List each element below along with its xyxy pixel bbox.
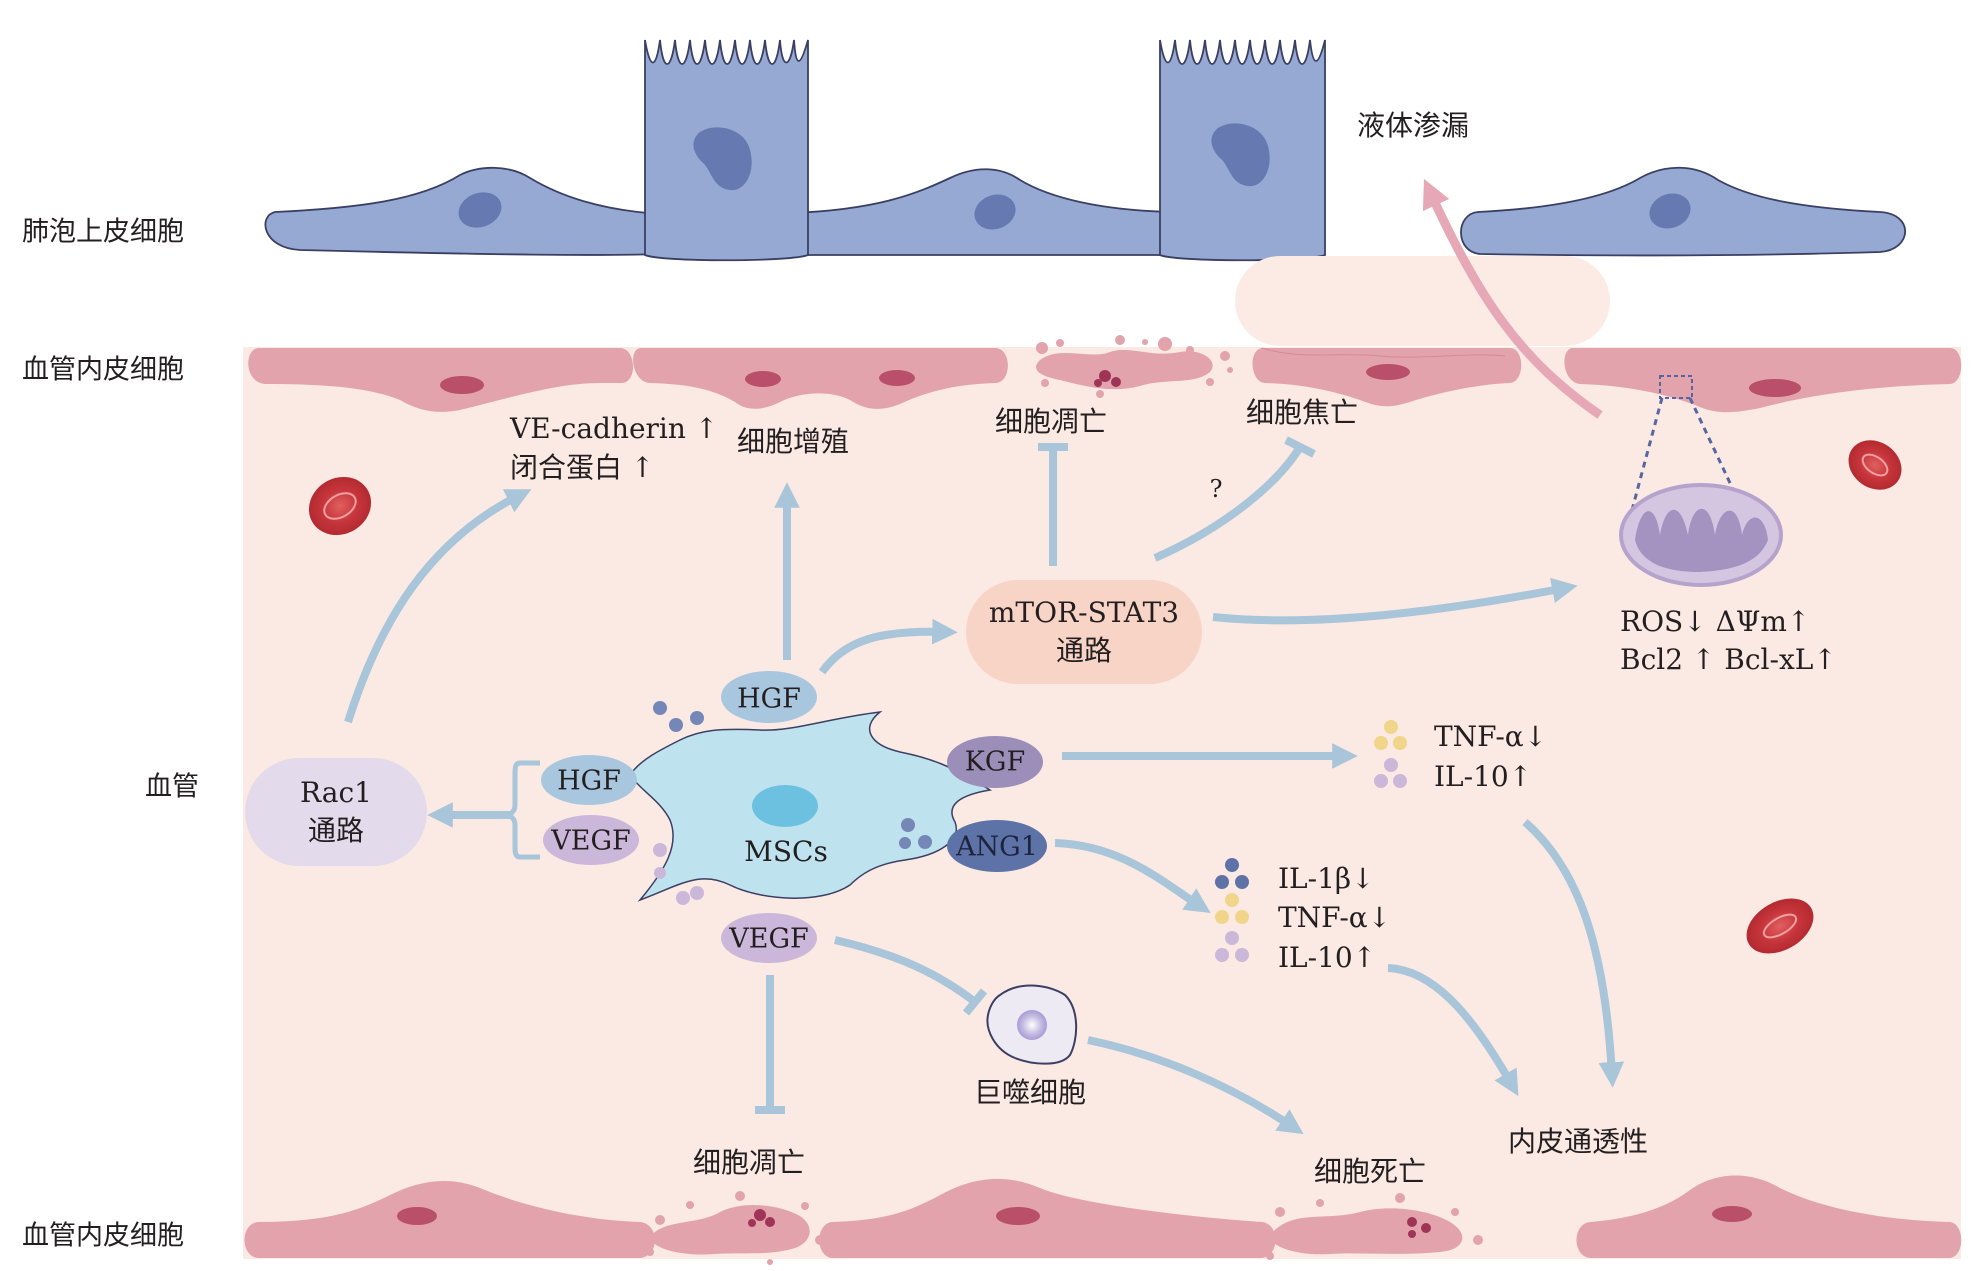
edema-fluid [1235,256,1610,346]
label-macrophage: 巨噬细胞 [973,1076,1087,1109]
apoptotic-nucleus-top [1094,370,1121,387]
endothelium-bottom-nuclei [397,1206,1752,1225]
effect-pyroptosis: 细胞焦亡 [1245,396,1359,429]
pathway-mtor-name: mTOR-STAT3 [988,596,1180,629]
pills [245,580,1202,963]
inhibit-mtor-pyroptosis [1153,436,1316,562]
zoom-line-right [1688,397,1740,501]
dead-cell-nucleus-bottom [1407,1217,1431,1238]
label-endothelium-top: 血管内皮细胞 [22,354,184,386]
endothelium-bottom [244,1175,1962,1258]
effect-kgf-il10: IL-10↑ [1434,760,1533,793]
pyroptosis-cell-outline [1261,347,1506,358]
arrows [344,436,1625,1135]
red-blood-cells [308,440,1902,954]
pathway-rac1-suffix: 通路 [307,814,365,847]
factor-ang1: ANG1 [956,831,1038,863]
factor-hgf-top: HGF [737,683,801,715]
inhibit-vegf-macrophage [834,936,988,1016]
effect-ang-il1b: IL-1β↓ [1278,862,1375,895]
msc-nucleus [752,785,818,827]
effect-fluid-leak: 液体渗漏 [1356,109,1470,142]
apoptotic-cell-top [1036,335,1233,398]
arrow-macrophage-to-death [1087,1036,1304,1135]
effect-ang-tnf: TNF-α↓ [1278,901,1392,934]
factor-kgf: KGF [964,746,1026,778]
arrow-il10-to-permeability [1387,964,1519,1097]
arrow-mtor-to-mitochondrion [1212,577,1578,625]
arrow-rac1-to-junction [344,489,532,724]
factor-vegf-left: VEGF [551,825,631,857]
mitochondria-zoom-box [1659,375,1693,399]
brace-bracket [504,760,540,860]
label-alveolar-epithelium: 肺泡上皮细胞 [22,216,184,248]
effect-bcl: Bcl2 ↑ Bcl-xL↑ [1620,643,1837,676]
effect-question: ? [1209,475,1223,503]
effect-ros-mmp: ROS↓ ΔΨm↑ [1620,605,1811,638]
endothelium-top-nuclei [440,364,1801,397]
pathway-rac1-name: Rac1 [300,776,372,809]
effect-proliferation: 细胞增殖 [736,425,850,458]
effect-permeability: 内皮通透性 [1507,1125,1649,1158]
pathway-mtor-suffix: 通路 [1055,634,1113,667]
label-vessel: 血管 [145,771,199,803]
arrow-ang1-to-cytokines [1054,839,1211,913]
zoom-line-left [1630,397,1664,511]
effect-apoptosis-bottom: 细胞凋亡 [692,1146,806,1179]
mitochondrion [1619,483,1783,587]
cytokine-dots-kgf [1374,720,1407,788]
effect-ve-cadherin: VE-cadherin ↑ [510,412,719,445]
fluid-leak-arrow [1422,178,1603,419]
effect-tight-junction: 闭合蛋白 ↑ [510,451,655,484]
arrow-hgf-to-mtor [818,618,958,675]
arrow-cytokines-to-permeability [1522,818,1625,1088]
effect-cell-death: 细胞死亡 [1313,1155,1427,1188]
macrophage-cell [986,984,1078,1065]
inhibit-mtor-apoptosis [1038,443,1068,566]
cytokine-dots-ang1 [1215,858,1249,962]
inhibit-vegf-apoptosis [755,975,785,1114]
label-mscs: MSCs [744,835,828,868]
pathway-rac1: Rac1 通路 [300,774,372,850]
effect-ang-il10: IL-10↑ [1278,941,1377,974]
effect-kgf-tnf: TNF-α↓ [1434,720,1548,753]
apoptotic-nucleus-bottom [748,1209,775,1227]
factor-vegf-bottom: VEGF [729,923,809,955]
label-endothelium-bottom: 血管内皮细胞 [22,1220,184,1252]
effect-apoptosis-top: 细胞凋亡 [994,405,1108,438]
factor-hgf-left: HGF [557,765,621,797]
alveolar-epithelium [264,39,1906,262]
epithelial-nuclei [458,123,1691,230]
secreted-vesicles [653,701,932,905]
pathway-mtor-stat3: mTOR-STAT3 通路 [989,594,1179,670]
